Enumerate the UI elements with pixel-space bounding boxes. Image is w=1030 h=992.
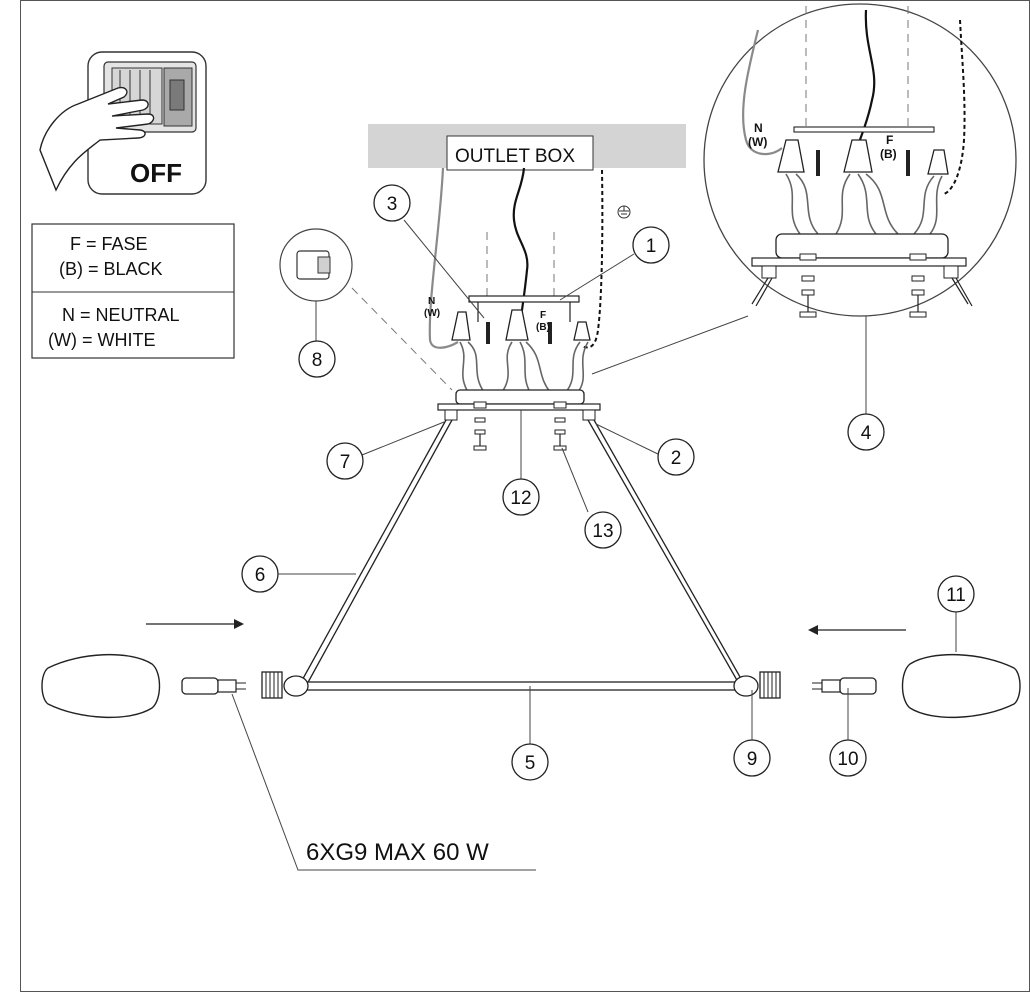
detail-phase-label: F [886,133,893,147]
svg-text:3: 3 [387,194,398,215]
callout-3: 3 [373,184,411,222]
svg-text:13: 13 [592,521,613,542]
detail-neutral-sub-label: (W) [748,135,767,149]
svg-text:6: 6 [255,565,266,586]
outlet-box-label: OUTLET BOX [455,146,575,167]
ceiling-outlet: OUTLET BOX [368,124,686,219]
callout-5: 5 [511,743,549,781]
callout-10: 10 [829,739,867,777]
wiring-detail-magnifier: N (W) F (B) [703,3,1017,318]
callout-7: 7 [326,442,364,480]
svg-text:7: 7 [340,452,351,473]
right-glass-shade [901,653,1021,719]
neutral-sub-label: (W) [424,308,440,319]
phase-label: F [540,310,546,321]
svg-text:8: 8 [312,350,323,371]
wire-color-legend: F = FASE (B) = BLACK N = NEUTRAL (W) = W… [31,223,235,359]
callout-8: 8 [298,340,336,378]
callout-6: 6 [241,555,279,593]
suspension-rods [299,419,745,687]
callout-1: 1 [632,226,670,264]
svg-text:12: 12 [510,488,531,509]
detail-neutral-label: N [754,121,763,135]
callout-9: 9 [733,739,771,777]
off-label: OFF [130,158,182,188]
power-off-panel: OFF [39,51,207,195]
neutral-wire-white [428,167,459,349]
horizontal-arm [301,681,743,691]
insert-arrow-right-icon [146,619,244,629]
svg-text:4: 4 [861,423,872,444]
ground-wire [581,169,604,349]
right-socket [733,671,781,699]
callout-4: 4 [847,413,885,451]
left-socket [261,671,309,699]
legend-line-neutral: N = NEUTRAL [62,305,180,325]
legend-line-white: (W) = WHITE [48,330,155,350]
hand-icon [39,86,155,192]
left-glass-shade [41,653,161,719]
callout-13: 13 [584,511,622,549]
wire-bundle [459,341,589,393]
right-g9-bulb [812,677,877,695]
neutral-label: N [428,296,435,307]
canopy-plate [437,389,601,421]
bulb-spec-label: 6XG9 MAX 60 W [306,839,489,866]
clip-detail-magnifier [279,228,453,391]
wire-connectors [451,309,591,344]
insert-arrow-left-icon [808,625,906,635]
callout-11: 11 [937,575,975,613]
detail-pointer-line [591,315,749,375]
canopy-screws [473,417,567,451]
svg-text:11: 11 [946,585,966,606]
callout-2: 2 [657,438,695,476]
legend-line-black: (B) = BLACK [59,259,163,279]
legend-line-fase: F = FASE [70,234,148,254]
svg-text:2: 2 [671,448,682,469]
bulb-spec-leader [231,693,536,871]
left-g9-bulb [181,677,246,695]
svg-text:9: 9 [747,749,758,770]
phase-sub-label: (B) [536,322,550,333]
detail-phase-sub-label: (B) [880,147,897,161]
svg-text:1: 1 [646,236,657,257]
callout-12: 12 [502,478,540,516]
svg-text:5: 5 [525,753,536,774]
svg-text:10: 10 [837,749,858,770]
ground-symbol-icon [617,205,631,219]
